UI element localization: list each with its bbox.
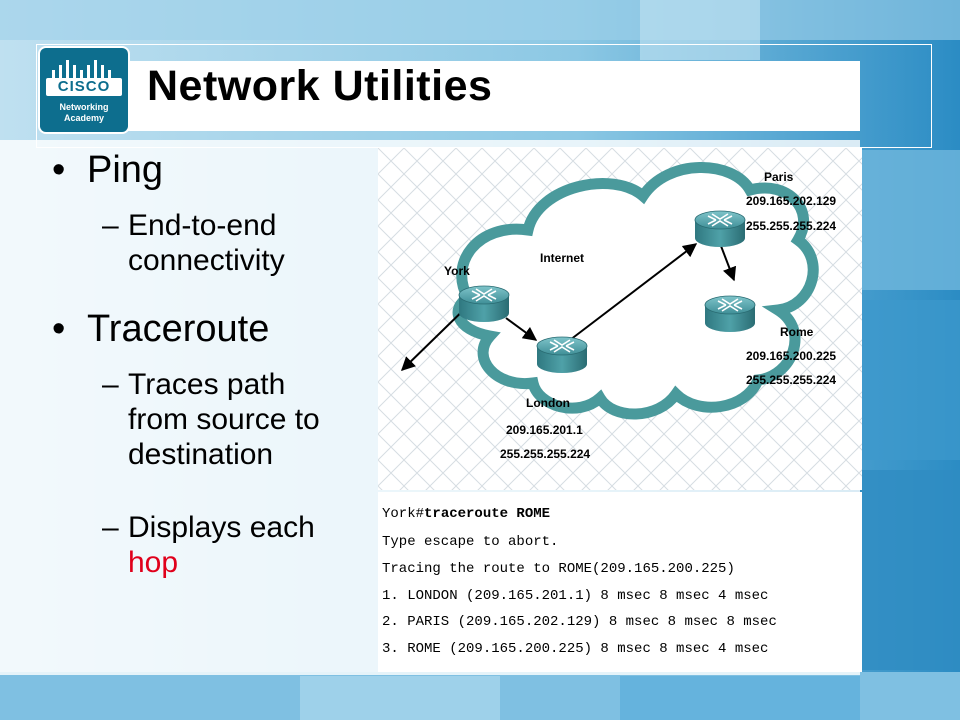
sub-bullet-line: End-to-end <box>128 209 277 242</box>
dash: – <box>102 511 119 544</box>
internet-label: Internet <box>540 251 584 265</box>
sub-bullet-line: from source to <box>128 403 320 436</box>
router-paris-icon <box>694 210 746 248</box>
sub-bullet-line: destination <box>128 438 274 471</box>
sub-bullet-line: connectivity <box>128 244 285 277</box>
terminal-command: traceroute ROME <box>424 506 551 522</box>
london-label: London <box>526 396 570 410</box>
sub-bullet-line: Traces path <box>128 368 286 401</box>
router-york-icon <box>458 285 510 323</box>
rome-ip: 209.165.200.225 <box>746 349 836 363</box>
sub-bullet-displays-hop: – Displays each hop <box>102 510 315 580</box>
bullet-ping-text: Ping <box>87 149 164 191</box>
paris-ip: 209.165.202.129 <box>746 194 836 208</box>
sub-bullet-line: Displays each <box>128 511 315 544</box>
terminal-line: Tracing the route to ROME(209.165.200.22… <box>382 561 735 577</box>
router-london-icon <box>536 336 588 374</box>
hop-arrow-paris-rome <box>720 245 737 282</box>
logo-subtitle-line2: Academy <box>63 113 105 123</box>
rome-label: Rome <box>780 325 814 339</box>
router-rome-icon <box>704 295 756 333</box>
bullet-ping: • Ping <box>52 148 164 192</box>
rome-mask: 255.255.255.224 <box>746 373 836 387</box>
paris-mask: 255.255.255.224 <box>746 219 836 233</box>
london-ip: 209.165.201.1 <box>506 423 583 437</box>
terminal-prompt: York# <box>382 506 425 522</box>
network-diagram: Internet York London 209.165.201.1 255.2… <box>378 148 862 490</box>
cisco-wordmark: CISCO <box>46 78 122 96</box>
hop-arrow-london-paris <box>569 243 698 341</box>
bullet-traceroute-text: Traceroute <box>87 308 270 350</box>
dash: – <box>102 368 119 401</box>
terminal-line: 3. ROME (209.165.200.225) 8 msec 8 msec … <box>382 641 769 657</box>
london-mask: 255.255.255.224 <box>500 447 590 461</box>
sub-bullet-hop-highlight: hop <box>128 546 179 579</box>
traceroute-terminal: York#traceroute ROME Type escape to abor… <box>378 492 862 672</box>
dash: – <box>102 209 119 242</box>
terminal-command-line: York#traceroute ROME <box>382 506 550 522</box>
terminal-line: Type escape to abort. <box>382 534 559 550</box>
terminal-line: 2. PARIS (209.165.202.129) 8 msec 8 msec… <box>382 614 777 630</box>
logo-subtitle: Networking Academy <box>40 102 128 124</box>
bullet-dot: • <box>52 149 66 191</box>
cisco-bridge-icon <box>52 60 111 78</box>
terminal-line: 1. LONDON (209.165.201.1) 8 msec 8 msec … <box>382 588 769 604</box>
hop-arrow-york-london <box>505 317 538 341</box>
bullet-dot: • <box>52 308 66 350</box>
logo-subtitle-line1: Networking <box>59 102 109 112</box>
sub-bullet-connectivity: – End-to-end connectivity <box>102 208 285 278</box>
york-label: York <box>444 264 470 278</box>
page-title: Network Utilities <box>147 62 493 110</box>
bullet-traceroute: • Traceroute <box>52 307 270 351</box>
cisco-networking-academy-logo: CISCO Networking Academy <box>40 48 128 132</box>
title-band <box>120 61 860 131</box>
sub-bullet-traces-path: – Traces path from source to destination <box>102 367 320 472</box>
paris-label: Paris <box>764 170 794 184</box>
